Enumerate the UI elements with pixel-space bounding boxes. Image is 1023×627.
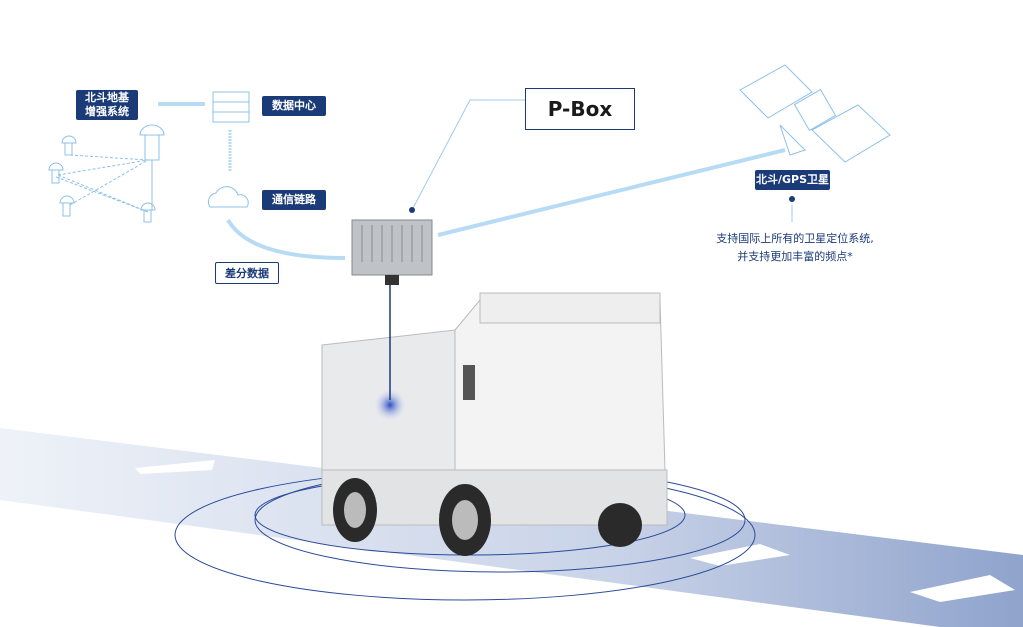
ground-station-icons — [48, 124, 165, 223]
road-arrows — [135, 460, 1015, 602]
comm-link-label: 通信链路 — [262, 190, 326, 210]
data-center-label: 数据中心 — [262, 96, 326, 116]
note-line-2: 并支持更加丰富的频点* — [737, 250, 853, 263]
satellite-icon — [739, 64, 891, 163]
satellite-note: 支持国际上所有的卫星定位系统, 并支持更加丰富的频点* — [700, 230, 890, 266]
server-icon — [212, 91, 250, 123]
road — [0, 428, 1023, 627]
pbox-label: P-Box — [525, 88, 635, 130]
note-line-1: 支持国际上所有的卫星定位系统, — [716, 232, 874, 245]
diff-data-label: 差分数据 — [215, 262, 279, 284]
vehicle-illustration — [321, 292, 668, 556]
cloud-icon — [207, 186, 249, 208]
satellite-label: 北斗/GPS卫星 — [755, 170, 830, 190]
beidou-ground-system-label: 北斗地基 增强系统 — [76, 90, 138, 120]
pbox-device — [351, 219, 433, 285]
